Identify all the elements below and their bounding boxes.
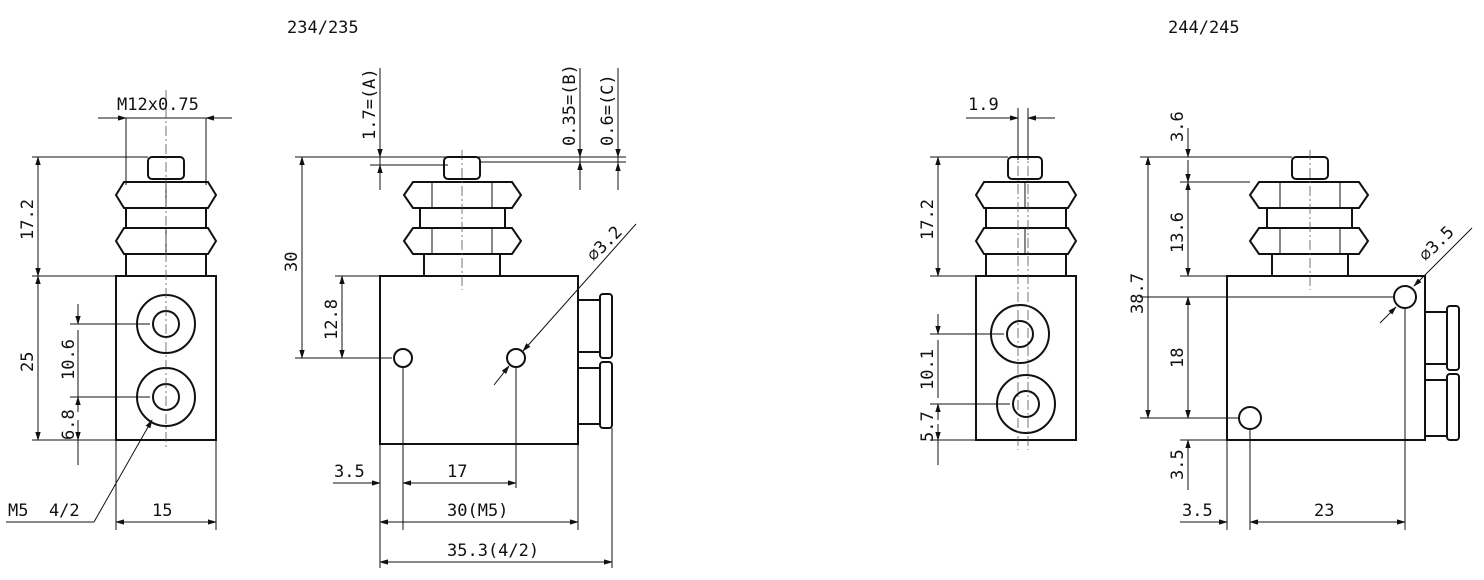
dim-h-bottom: 3.5	[1168, 449, 1188, 480]
dim-len-42: 35.3(4/2)	[447, 541, 539, 561]
dim-h-pin: 3.6	[1168, 111, 1188, 142]
side-view-right	[974, 112, 1078, 450]
dim-pin-dia: 1.9	[968, 95, 999, 115]
dim-width: 15	[152, 501, 172, 521]
side-view-left	[114, 90, 218, 448]
fitting-lower	[1424, 373, 1460, 441]
fitting-upper	[577, 293, 613, 359]
dim-stroke-c: 0.6=(C)	[598, 74, 618, 146]
dim-hole-spacing: 10.1	[918, 349, 938, 390]
view-title: 244/245	[1168, 18, 1240, 38]
dim-port: M5 4/2	[8, 501, 80, 521]
view-234-235: 234/235	[6, 18, 637, 568]
dim-len-m5: 30(M5)	[447, 501, 508, 521]
dim-x-hole: 3.5	[1182, 501, 1213, 521]
dim-h-nut: 13.6	[1168, 212, 1188, 253]
dim-h-total: 38.7	[1128, 273, 1148, 314]
dim-x-hole: 3.5	[334, 462, 365, 482]
dim-h-hole: 18	[1168, 348, 1188, 368]
dim-thread: M12x0.75	[117, 95, 199, 115]
dim-hole-pitch: 17	[447, 462, 467, 482]
dim-h-hole: 12.8	[322, 299, 342, 340]
dim-h-stem: 17.2	[918, 199, 938, 240]
dim-hole-offset: 6.8	[59, 409, 79, 440]
view-title: 234/235	[287, 18, 359, 38]
dim-hole-offset: 5.7	[918, 411, 938, 442]
front-view-right	[1226, 150, 1460, 441]
dim-stroke-a: 1.7=(A)	[360, 68, 380, 140]
dim-h-body: 25	[18, 352, 38, 372]
dim-hole-pitch: 23	[1314, 501, 1334, 521]
dim-stroke-b: 0.35=(B)	[560, 64, 580, 146]
dimensions-234: M12x0.75 17.2 25 10.6 6.8	[6, 64, 637, 568]
fitting-lower	[577, 361, 613, 429]
view-244-245: 244/245	[918, 18, 1473, 530]
front-view-left	[379, 150, 613, 445]
dim-h-stem: 17.2	[18, 199, 38, 240]
dim-h-total: 30	[282, 252, 302, 272]
dim-hole-spacing: 10.6	[59, 339, 79, 380]
fitting-upper	[1424, 305, 1460, 371]
dim-hole-dia: ⌀3.5	[1415, 222, 1458, 265]
